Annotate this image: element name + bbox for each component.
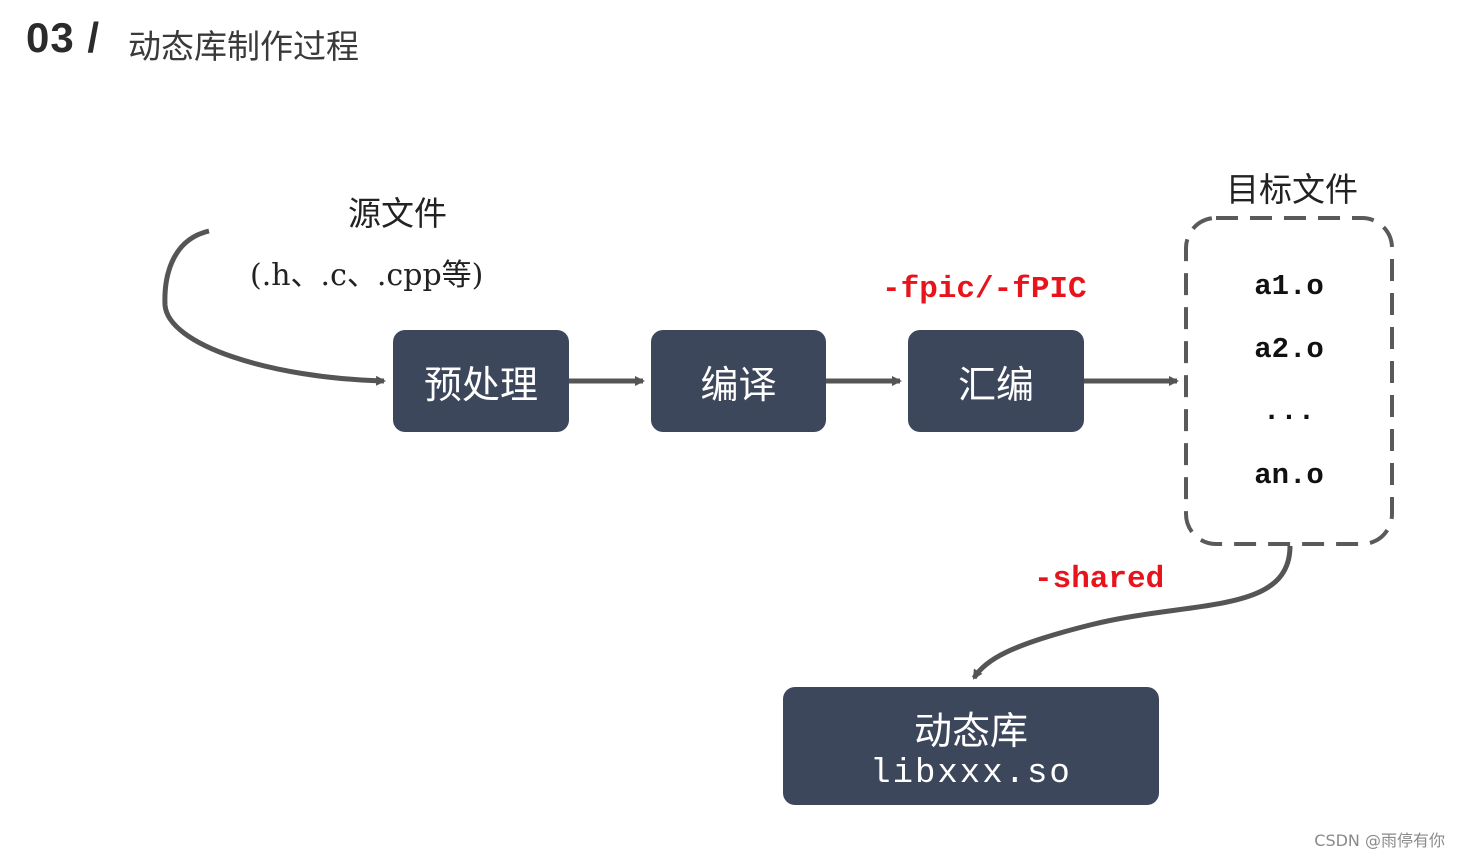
compile-label: 编译 bbox=[700, 362, 777, 407]
object-file-item: an.o bbox=[1254, 459, 1324, 492]
object-file-item: a2.o bbox=[1254, 333, 1324, 366]
preprocess-label: 预处理 bbox=[423, 362, 538, 407]
section-number: 03 / bbox=[26, 14, 101, 61]
dynamic-library-filename: libxxx.so bbox=[870, 754, 1072, 793]
object-file-item: a1.o bbox=[1254, 270, 1324, 303]
preprocess-box: 预处理 bbox=[393, 330, 569, 432]
compile-box: 编译 bbox=[651, 330, 826, 432]
watermark: CSDN @雨停有你 bbox=[1314, 831, 1445, 850]
object-files-label: 目标文件 bbox=[1226, 170, 1358, 209]
source-file-types: (.h、.c、.cpp等) bbox=[250, 258, 484, 293]
fpic-flag: -fpic/-fPIC bbox=[882, 272, 1087, 307]
dynamic-library-box: 动态库 libxxx.so bbox=[783, 687, 1159, 805]
object-file-ellipsis: ... bbox=[1262, 395, 1316, 428]
section-title: 动态库制作过程 bbox=[128, 27, 359, 66]
objects-to-library-arrow bbox=[971, 545, 1293, 680]
assemble-label: 汇编 bbox=[957, 362, 1034, 407]
dynamic-library-label: 动态库 bbox=[913, 708, 1028, 753]
source-to-preprocess-arrow bbox=[162, 228, 386, 386]
shared-flag: -shared bbox=[1034, 562, 1165, 597]
source-file-label: 源文件 bbox=[348, 194, 447, 233]
object-files-group-border bbox=[1184, 216, 1394, 546]
object-files-group: a1.o a2.o ... an.o bbox=[1186, 218, 1392, 544]
assemble-box: 汇编 bbox=[908, 330, 1084, 432]
